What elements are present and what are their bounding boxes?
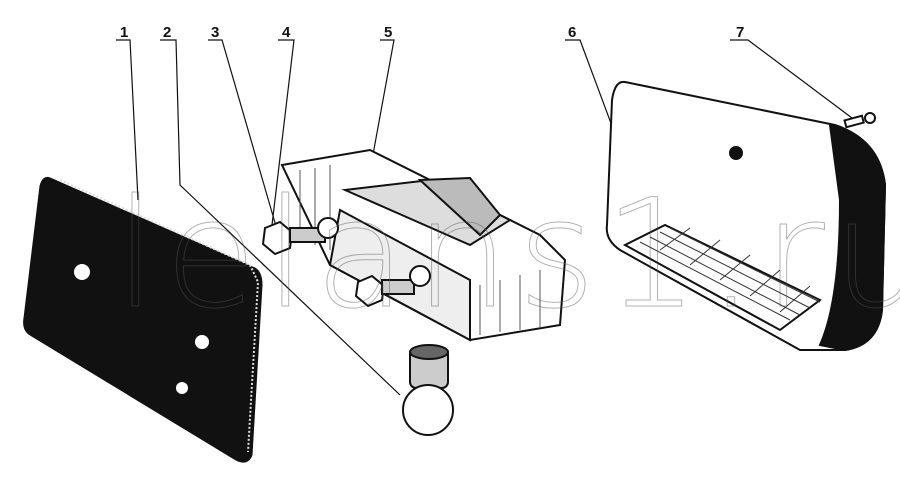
leader-3 bbox=[208, 39, 281, 241]
lens-plate bbox=[23, 176, 263, 463]
callout-7: 7 bbox=[736, 24, 745, 41]
cover-screw bbox=[843, 112, 876, 129]
callout-6: 6 bbox=[568, 24, 577, 41]
leader-7 bbox=[730, 39, 853, 119]
leader-2 bbox=[160, 39, 401, 396]
callout-3: 3 bbox=[211, 24, 220, 41]
terminal-bolt bbox=[261, 217, 431, 308]
callout-4: 4 bbox=[282, 24, 291, 41]
leader-4 bbox=[271, 39, 295, 226]
leader-1 bbox=[116, 39, 139, 201]
callout-2: 2 bbox=[163, 24, 172, 41]
leader-5 bbox=[371, 39, 395, 161]
callout-5: 5 bbox=[384, 24, 393, 41]
reflector-cover bbox=[605, 80, 887, 352]
callout-1: 1 bbox=[120, 24, 129, 41]
bulb bbox=[402, 344, 454, 436]
lamp-housing-base bbox=[280, 148, 567, 342]
watermark: lelans1.ru bbox=[115, 168, 900, 343]
